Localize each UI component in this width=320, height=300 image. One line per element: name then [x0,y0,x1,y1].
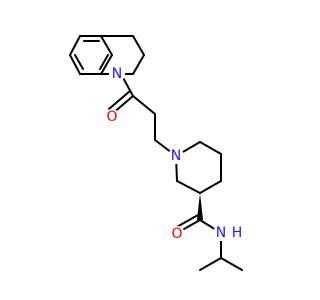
atom-nh-amide: N H [213,225,244,241]
atom-label: N [112,66,122,82]
bond [176,180,201,194]
bond [132,54,145,75]
molecule-structure-diagram: N O N O N H [69,35,244,271]
bond [199,257,222,271]
bonds [69,35,243,271]
atom-labels: N O N O N H [104,66,244,242]
bond [199,180,222,194]
bond [132,35,145,56]
bond [69,35,81,56]
bond [132,95,156,115]
bond [69,54,81,75]
atom-label: O [106,109,117,125]
atom-label: O [171,226,182,242]
wedge-bond [197,193,203,220]
bond-double-inner [74,54,84,70]
atom-n-piperidine: N [168,148,184,164]
atom-o-carbonyl: O [104,109,120,125]
bond [174,214,199,229]
atom-label: N [171,148,181,164]
atom-n-ring: N [109,66,125,82]
bond [100,35,113,56]
bond [100,54,113,75]
atom-label: N [216,225,226,241]
bond [199,141,222,155]
atom-o-amide: O [169,226,185,242]
atom-label: H [232,225,243,241]
bond-double-inner [99,54,109,70]
bond [108,90,131,110]
bond [220,257,243,271]
